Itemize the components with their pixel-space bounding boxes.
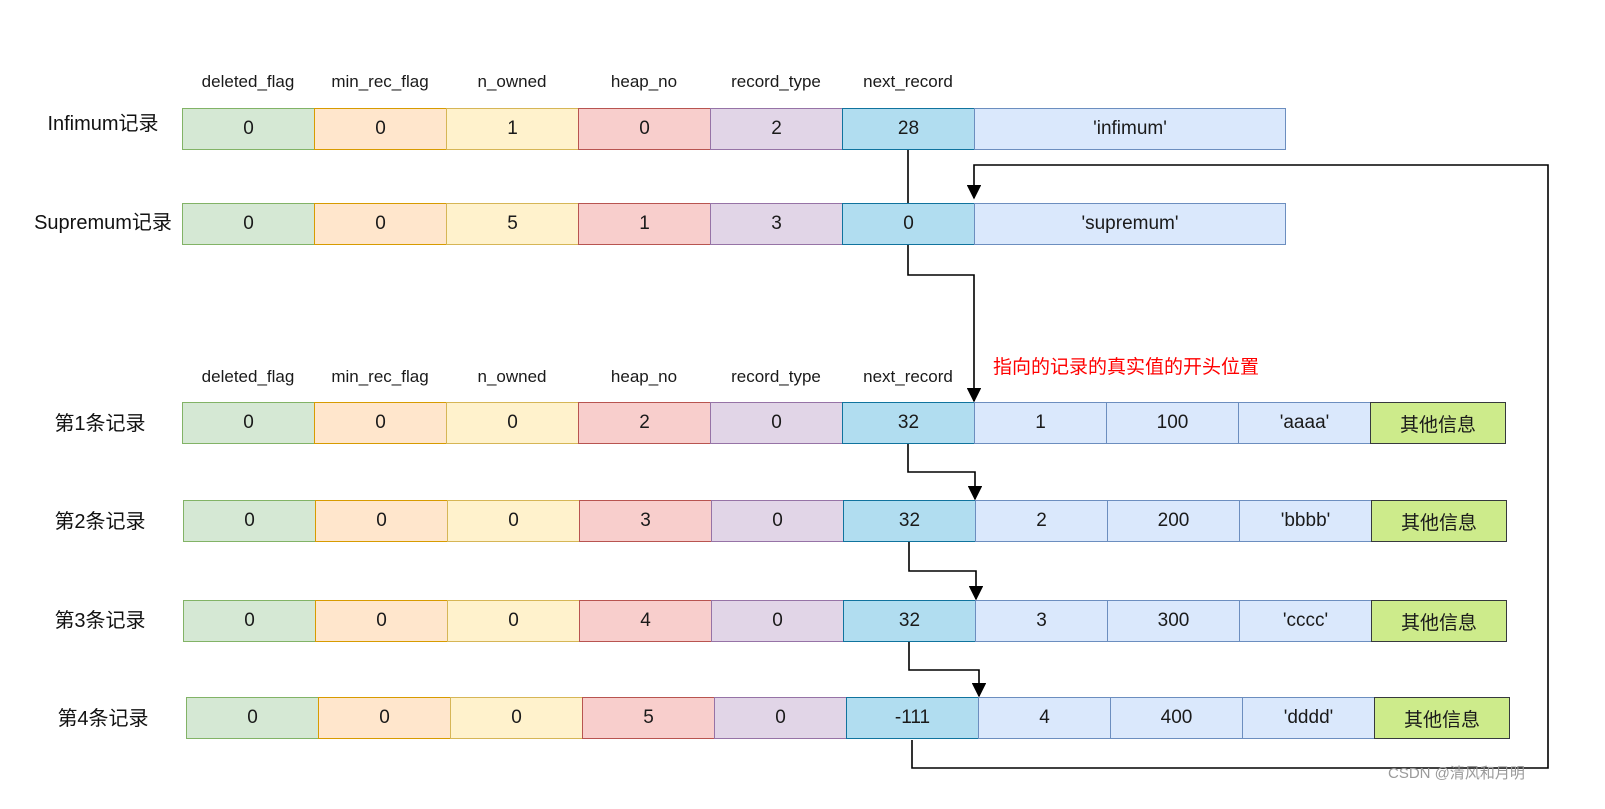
annotation-text: 指向的记录的真实值的开头位置 <box>993 357 1260 378</box>
cell-next-record: 28 <box>842 108 975 150</box>
record-label: Infimum记录 <box>47 113 159 135</box>
cell-n-owned: 0 <box>447 500 580 542</box>
column-header-record-type: record_type <box>731 72 821 91</box>
cell-record-name: 'infimum' <box>974 108 1286 150</box>
cell-value: 100 <box>1106 402 1239 444</box>
cell-n-owned: 0 <box>447 600 580 642</box>
pointer-record-3-to-record-4 <box>908 642 987 698</box>
cell-other-info: 其他信息 <box>1370 402 1506 444</box>
cell-id: 1 <box>974 402 1107 444</box>
cell-id: 3 <box>975 600 1108 642</box>
cell-text: 'aaaa' <box>1238 402 1371 444</box>
cell-deleted-flag: 0 <box>182 108 315 150</box>
cell-id: 4 <box>978 697 1111 739</box>
cell-other-info: 其他信息 <box>1371 600 1507 642</box>
cell-record-name: 'supremum' <box>974 203 1286 245</box>
record-label: 第4条记录 <box>57 708 149 730</box>
cell-deleted-flag: 0 <box>182 402 315 444</box>
cell-next-record: 32 <box>843 600 976 642</box>
column-header-n-owned: n_owned <box>477 367 547 386</box>
cell-min-rec-flag: 0 <box>314 402 447 444</box>
cell-min-rec-flag: 0 <box>314 203 447 245</box>
cell-heap-no: 1 <box>578 203 711 245</box>
cell-record-type: 0 <box>711 600 844 642</box>
record-label: Supremum记录 <box>34 212 172 234</box>
cell-value: 400 <box>1110 697 1243 739</box>
cell-record-type: 2 <box>710 108 843 150</box>
column-header-next-record: next_record <box>863 367 953 386</box>
cell-text: 'dddd' <box>1242 697 1375 739</box>
cell-other-info: 其他信息 <box>1371 500 1507 542</box>
cell-n-owned: 0 <box>450 697 583 739</box>
cell-next-record: 32 <box>842 402 975 444</box>
cell-min-rec-flag: 0 <box>314 108 447 150</box>
cell-heap-no: 2 <box>578 402 711 444</box>
cell-id: 2 <box>975 500 1108 542</box>
cell-min-rec-flag: 0 <box>315 600 448 642</box>
cell-deleted-flag: 0 <box>186 697 319 739</box>
column-header-heap-no: heap_no <box>610 367 678 386</box>
cell-n-owned: 0 <box>446 402 579 444</box>
cell-heap-no: 3 <box>579 500 712 542</box>
cell-next-record: 0 <box>842 203 975 245</box>
cell-n-owned: 1 <box>446 108 579 150</box>
column-header-min-rec-flag: min_rec_flag <box>331 72 429 91</box>
cell-text: 'bbbb' <box>1239 500 1372 542</box>
cell-record-type: 0 <box>711 500 844 542</box>
cell-next-record: -111 <box>846 697 979 739</box>
pointer-record-4-to-supremum <box>911 164 1549 769</box>
cell-deleted-flag: 0 <box>182 203 315 245</box>
cell-n-owned: 5 <box>446 203 579 245</box>
pointer-record-1-to-record-2 <box>907 444 983 501</box>
cell-record-type: 0 <box>714 697 847 739</box>
column-header-deleted-flag: deleted_flag <box>201 72 295 91</box>
cell-next-record: 32 <box>843 500 976 542</box>
cell-heap-no: 0 <box>578 108 711 150</box>
column-header-heap-no: heap_no <box>610 72 678 91</box>
pointer-infimum-to-record-1 <box>907 150 982 403</box>
cell-heap-no: 4 <box>579 600 712 642</box>
cell-value: 200 <box>1107 500 1240 542</box>
watermark: CSDN @清风和月明 <box>1388 765 1525 782</box>
cell-text: 'cccc' <box>1239 600 1372 642</box>
cell-record-type: 3 <box>710 203 843 245</box>
record-label: 第2条记录 <box>54 511 146 533</box>
pointer-record-2-to-record-3 <box>908 542 984 601</box>
cell-deleted-flag: 0 <box>183 600 316 642</box>
column-header-record-type: record_type <box>731 367 821 386</box>
cell-other-info: 其他信息 <box>1374 697 1510 739</box>
cell-value: 300 <box>1107 600 1240 642</box>
column-header-deleted-flag: deleted_flag <box>201 367 295 386</box>
record-label: 第1条记录 <box>54 413 146 435</box>
column-header-min-rec-flag: min_rec_flag <box>331 367 429 386</box>
cell-deleted-flag: 0 <box>183 500 316 542</box>
column-header-next-record: next_record <box>863 72 953 91</box>
cell-record-type: 0 <box>710 402 843 444</box>
cell-min-rec-flag: 0 <box>315 500 448 542</box>
record-label: 第3条记录 <box>54 610 146 632</box>
column-header-n-owned: n_owned <box>477 72 547 91</box>
cell-min-rec-flag: 0 <box>318 697 451 739</box>
cell-heap-no: 5 <box>582 697 715 739</box>
